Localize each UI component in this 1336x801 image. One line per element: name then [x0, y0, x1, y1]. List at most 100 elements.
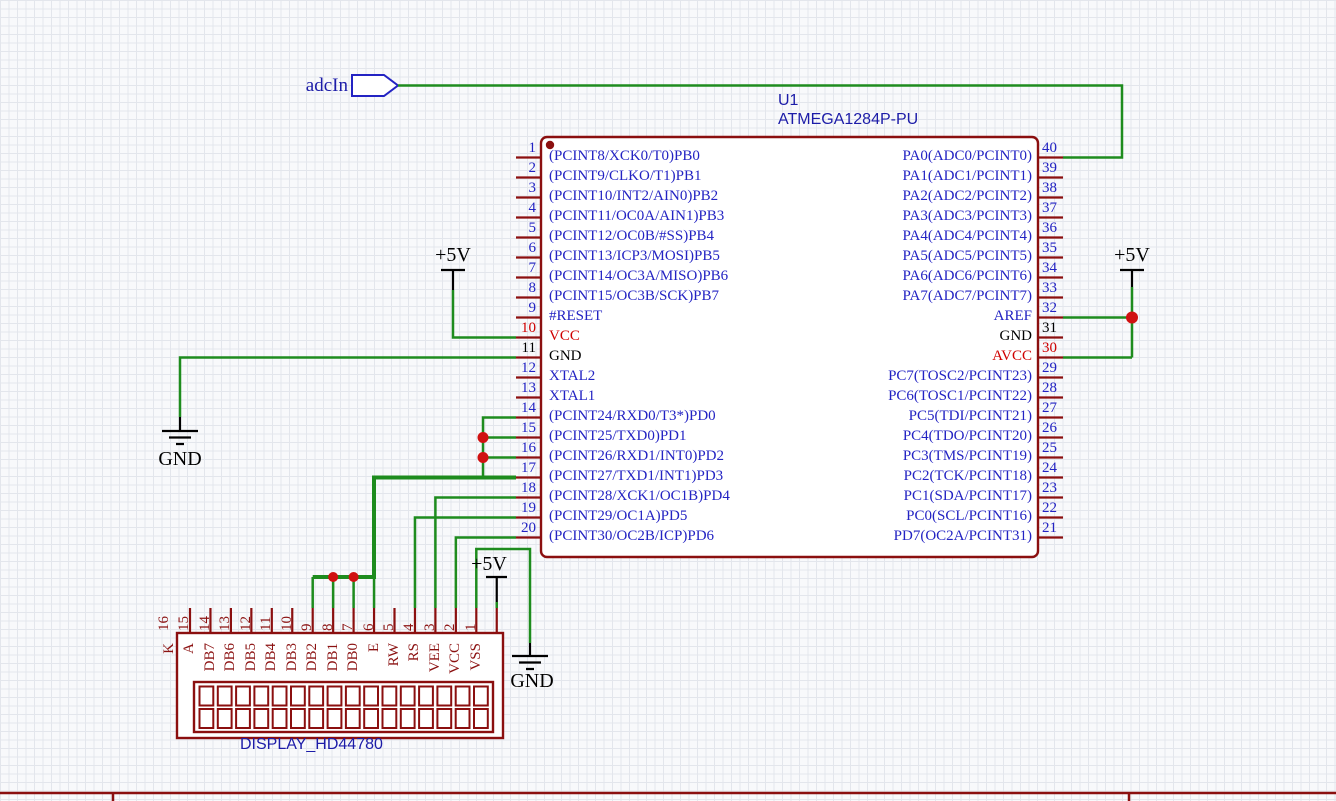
- mcu-pin-number: 33: [1042, 279, 1057, 296]
- display-pin-label: A: [181, 643, 198, 654]
- plus5v-symbol-display-icon[interactable]: [486, 575, 507, 602]
- mcu-pin-number: 16: [521, 439, 536, 456]
- lcd-cell: [363, 708, 380, 729]
- display-pin-number: 15: [176, 616, 193, 631]
- display-pin-number: 10: [278, 616, 295, 631]
- mcu-pin-label: VCC: [549, 327, 580, 344]
- display-pin-label: DB4: [263, 643, 280, 672]
- mcu-pin-number: 4: [528, 199, 537, 216]
- mcu-pin-label: (PCINT13/ICP3/MOSI)PB5: [549, 247, 720, 264]
- mcu-pin-label: AREF: [993, 307, 1032, 324]
- display-pin-number: 6: [360, 623, 377, 632]
- display-value: DISPLAY_HD44780: [240, 736, 383, 753]
- display-pin-number: 14: [196, 616, 213, 631]
- mcu-pin-number: 1: [528, 139, 537, 156]
- display-pin-number: 7: [340, 623, 357, 632]
- mcu-pin-number: 8: [528, 279, 537, 296]
- lcd-cell: [271, 708, 288, 729]
- lcd-cell: [253, 708, 270, 729]
- gnd-symbol-display-icon[interactable]: [512, 643, 548, 671]
- display-pin-number: 11: [258, 616, 275, 631]
- mcu-pin-label: PA3(ADC3/PCINT3): [902, 207, 1032, 224]
- lcd-cell: [399, 685, 416, 707]
- lcd-cell: [326, 708, 343, 729]
- lcd-cell: [198, 685, 215, 707]
- wire-pd6-to-vee[interactable]: [454, 536, 516, 609]
- lcd-cell: [454, 708, 471, 729]
- mcu-pin-number: 25: [1042, 439, 1057, 456]
- mcu-pin-label: (PCINT12/OC0B/#SS)PB4: [549, 227, 715, 244]
- wire-pd5-to-rw[interactable]: [413, 516, 516, 609]
- mcu-pin-number: 17: [521, 459, 536, 476]
- display-pin-label: DB5: [242, 643, 259, 672]
- mcu-pin-label: PC0(SCL/PCINT16): [906, 507, 1032, 524]
- pin-stubs: [188, 156, 1063, 633]
- mcu-pin-label: PC6(TOSC1/PCINT22): [888, 387, 1032, 404]
- mcu-pin-number: 7: [528, 259, 537, 276]
- lcd-cell: [363, 685, 380, 707]
- mcu-pin-number: 6: [528, 239, 537, 256]
- mcu-pin-number: 27: [1042, 399, 1057, 416]
- mcu-pin-number: 13: [521, 379, 536, 396]
- mcu-pin-number: 39: [1042, 159, 1057, 176]
- lcd-cell: [436, 708, 453, 729]
- lcd-cell: [473, 685, 489, 707]
- mcu-pin-label: (PCINT10/INT2/AIN0)PB2: [549, 187, 719, 204]
- adcin-net-flag-icon[interactable]: [351, 74, 400, 97]
- plus5v-label-display: +5V: [471, 553, 507, 575]
- display-pin-label: DB3: [283, 643, 300, 672]
- display-pin-number: 5: [380, 623, 397, 632]
- mcu-pin-label: (PCINT28/XCK1/OC1B)PD4: [549, 487, 730, 504]
- display-pin-label: RW: [385, 643, 402, 667]
- wire-pd4-to-rs[interactable]: [434, 496, 516, 609]
- wire-vcc-to-gnd[interactable]: [475, 547, 532, 643]
- mcu-pin-label: GND: [549, 347, 582, 364]
- gnd-symbol-left-icon[interactable]: [162, 417, 198, 446]
- mcu-pin-number: 5: [528, 219, 537, 236]
- display-pin-label: DB1: [324, 643, 341, 672]
- mcu-pin-number: 32: [1042, 299, 1057, 316]
- mcu-pin-label: PA0(ADC0/PCINT0): [902, 147, 1032, 164]
- mcu-pin-label: PA1(ADC1/PCINT1): [902, 167, 1032, 184]
- wire-pd-bundle[interactable]: [312, 475, 516, 579]
- mcu-pin-label: PC5(TDI/PCINT21): [908, 407, 1032, 424]
- lcd-cell: [473, 708, 489, 729]
- lcd-cell: [436, 685, 453, 707]
- plus5v-symbol-left-icon[interactable]: [441, 268, 465, 290]
- mcu-pin-label: XTAL2: [549, 367, 596, 384]
- mcu-pin-number: 37: [1042, 199, 1057, 216]
- mcu-pin-number: 35: [1042, 239, 1057, 256]
- mcu-pin-number: 30: [1042, 339, 1057, 356]
- wire-vcc-to-5v[interactable]: [451, 290, 516, 339]
- wire-db-drops[interactable]: [311, 577, 376, 608]
- mcu-pin-number: 22: [1042, 499, 1057, 516]
- mcu-pin-number: 2: [528, 159, 537, 176]
- mcu-pin-label: (PCINT11/OC0A/AIN1)PB3: [549, 207, 725, 224]
- mcu-pin-number: 15: [521, 419, 536, 436]
- mcu-pin-number: 24: [1042, 459, 1057, 476]
- display-pin-label: RS: [406, 643, 423, 662]
- display-pin-number: 9: [299, 623, 316, 632]
- mcu-pin-number: 12: [521, 359, 536, 376]
- lcd-cell: [344, 708, 361, 729]
- junction-dot: [348, 572, 359, 582]
- mcu-pin-label: PC4(TDO/PCINT20): [902, 427, 1032, 444]
- wire-gnd-left[interactable]: [178, 356, 516, 418]
- mcu-pin-number: 21: [1042, 519, 1057, 536]
- mcu-pin-number: 26: [1042, 419, 1057, 436]
- mcu-pin-label: PC7(TOSC2/PCINT23): [888, 367, 1032, 384]
- display-pin-number: 2: [442, 623, 459, 632]
- display-pin-label: DB0: [345, 643, 362, 672]
- plus5v-symbol-right-icon[interactable]: [1120, 268, 1144, 287]
- lcd-cell: [399, 708, 416, 729]
- display-pin-number: 12: [237, 616, 254, 631]
- sheet-border: [0, 791, 1336, 801]
- display-pin-label: VEE: [426, 643, 443, 673]
- mcu-pin-label: #RESET: [549, 307, 603, 324]
- mcu-body[interactable]: [539, 135, 1040, 559]
- mcu-pin-label: (PCINT9/CLKO/T1)PB1: [549, 167, 702, 184]
- wire-adcin-to-pa0[interactable]: [398, 84, 1124, 159]
- gnd-label-display: GND: [510, 670, 554, 692]
- adcin-net-label[interactable]: adcIn: [305, 75, 348, 96]
